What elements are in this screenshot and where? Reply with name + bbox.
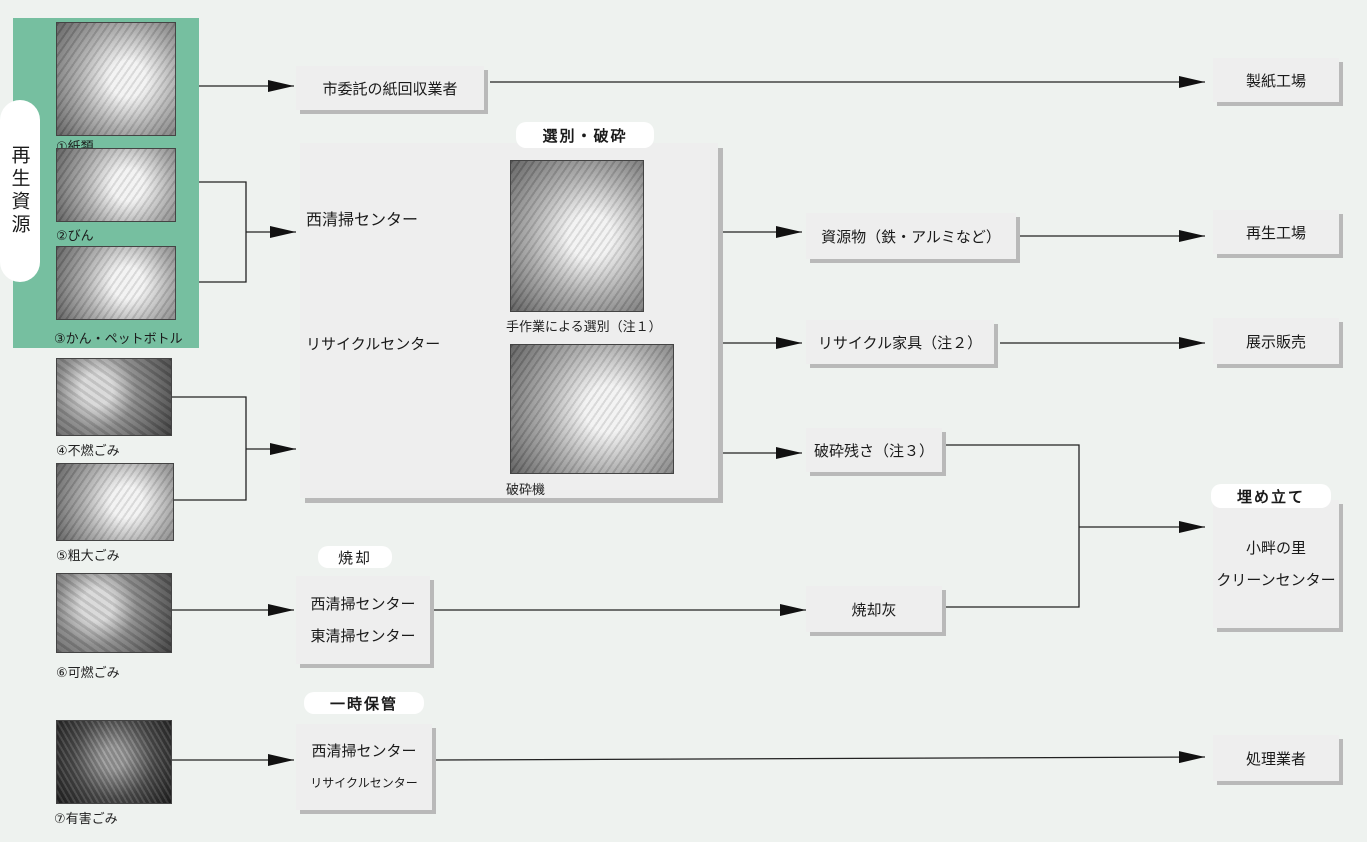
temp-storage-box: 西清掃センター リサイクルセンター	[296, 724, 432, 810]
sorting-header: 選別・破砕	[516, 122, 654, 148]
item-caption-hazard: ⑦有害ごみ	[54, 812, 118, 827]
residue-label: 破砕残さ（注３）	[813, 441, 934, 460]
paper-mill-label: 製紙工場	[1245, 71, 1306, 90]
can-photo	[56, 246, 176, 320]
paper-collector-box: 市委託の紙回収業者	[296, 66, 484, 110]
bulky-photo	[56, 463, 174, 541]
ash-box: 焼却灰	[806, 586, 942, 632]
recycle-factory-box: 再生工場	[1213, 210, 1339, 254]
resources-box: 資源物（鉄・アルミなど）	[806, 213, 1016, 259]
comb-photo	[56, 573, 172, 653]
processor-box: 処理業者	[1213, 735, 1339, 781]
handsort-photo	[510, 160, 644, 312]
noncomb-photo	[56, 358, 172, 436]
incineration-header: 焼却	[318, 546, 392, 568]
incin-west-label: 西清掃センター	[310, 595, 416, 613]
recycle-center-label: リサイクルセンター	[306, 335, 441, 353]
landfill-name2: クリーンセンター	[1216, 571, 1336, 589]
recyclables-label-pill: 再生資源	[0, 100, 40, 282]
bracket-noncomb-bulky	[172, 396, 247, 501]
recyclables-label: 再生資源	[8, 145, 31, 237]
furniture-label: リサイクル家具（注２）	[817, 333, 983, 352]
item-caption-comb: ⑥可燃ごみ	[56, 666, 120, 681]
processor-label: 処理業者	[1245, 749, 1306, 768]
resources-label: 資源物（鉄・アルミなど）	[821, 227, 1001, 246]
crusher-caption: 破砕機	[506, 483, 546, 498]
hazard-photo	[56, 720, 172, 804]
temp-storage-header: 一時保管	[304, 692, 424, 714]
landfill-name1: 小畔の里	[1245, 539, 1306, 557]
handsort-caption: 手作業による選別（注１）	[506, 320, 662, 335]
residue-box: 破砕残さ（注３）	[806, 428, 942, 472]
west-center-label: 西清掃センター	[306, 210, 419, 229]
arrow-temp-to-processor	[435, 751, 1206, 764]
paper-mill-box: 製紙工場	[1213, 58, 1339, 102]
landfill-box: 小畔の里 クリーンセンター	[1213, 500, 1339, 628]
sales-box: 展示販売	[1213, 318, 1339, 364]
landfill-header: 埋め立て	[1211, 484, 1331, 508]
sales-label: 展示販売	[1245, 332, 1306, 351]
furniture-box: リサイクル家具（注２）	[806, 320, 994, 364]
crusher-photo	[510, 344, 674, 474]
incin-east-label: 東清掃センター	[310, 627, 416, 645]
temp-west-label: 西清掃センター	[311, 742, 417, 760]
incineration-box: 西清掃センター 東清掃センター	[296, 576, 430, 664]
item-caption-noncomb: ④不燃ごみ	[56, 444, 120, 459]
paper-collector-label: 市委託の紙回収業者	[322, 79, 458, 98]
item-caption-can: ③かん・ペットボトル	[54, 332, 183, 347]
paper-photo	[56, 22, 176, 136]
ash-label: 焼却灰	[851, 600, 897, 619]
item-caption-bottle: ②びん	[56, 229, 94, 244]
recycle-factory-label: 再生工場	[1245, 223, 1306, 242]
bracket-residue-ash	[946, 444, 1080, 608]
bottle-photo	[56, 148, 176, 222]
item-caption-bulky: ⑤粗大ごみ	[56, 549, 120, 564]
temp-recycle-label: リサイクルセンター	[310, 776, 418, 790]
